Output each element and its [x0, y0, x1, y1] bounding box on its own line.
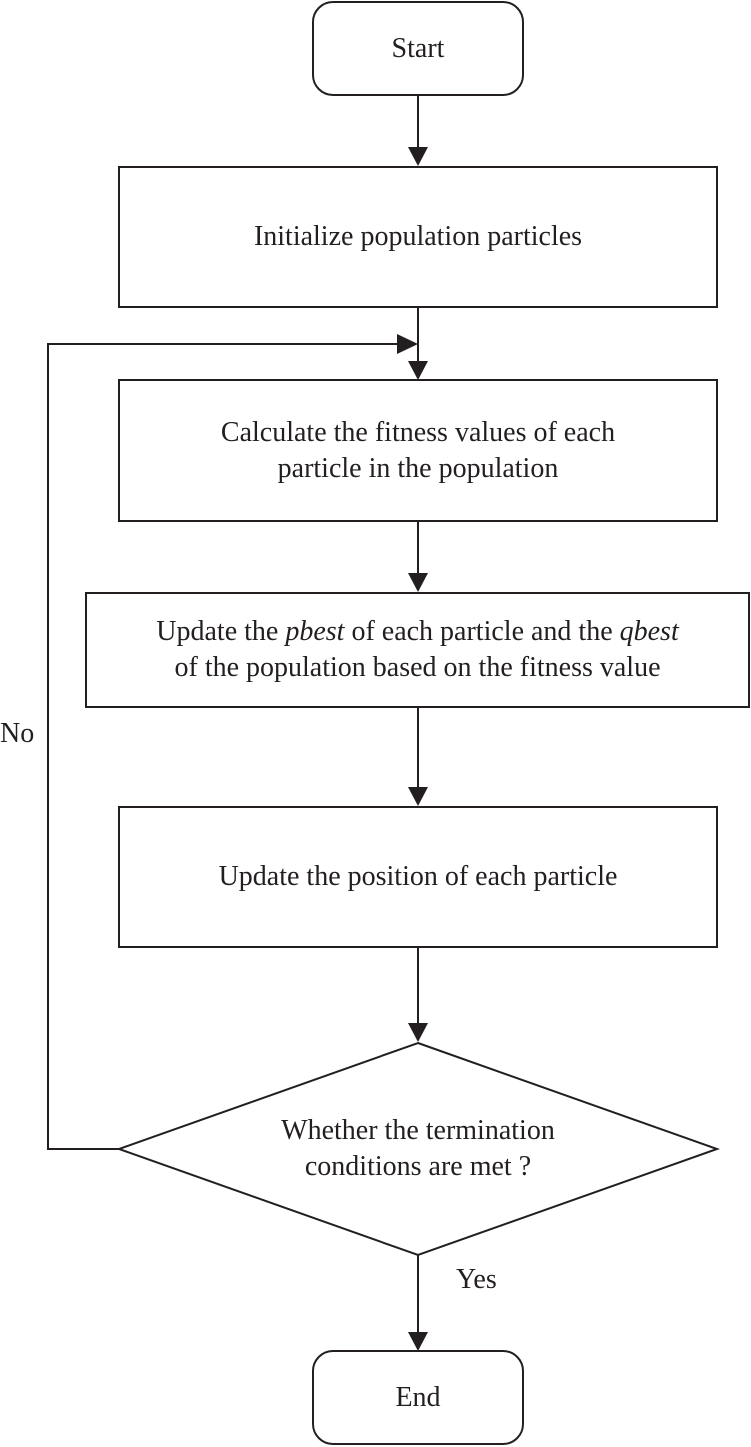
arrowhead [408, 147, 428, 166]
update-best-label: Update the pbest of each particle and th… [86, 593, 749, 707]
update-best-text-a: Update the [156, 616, 286, 647]
calc-label: Calculate the fitness values of each par… [119, 380, 717, 521]
arrowhead [408, 361, 428, 380]
yes-label: Yes [456, 1264, 497, 1295]
arrowhead [408, 1023, 428, 1042]
end-text: End [395, 1381, 441, 1413]
no-loop-line [47, 343, 400, 1150]
update-pos-box [118, 806, 718, 948]
end-label: End [313, 1351, 523, 1444]
update-best-text-b: of each particle and the [344, 616, 620, 647]
pbest-term: pbest [285, 616, 345, 647]
end-terminal [312, 1350, 524, 1445]
arrowhead [408, 787, 428, 806]
calc-line-1: Calculate the fitness values of each [220, 416, 616, 448]
init-text: Initialize population particles [253, 221, 583, 252]
update-best-line-2: of the population based on the fitness v… [174, 652, 661, 683]
arrowhead [397, 334, 418, 354]
arrowhead [408, 1332, 428, 1351]
start-text: Start [391, 32, 445, 64]
decision-line-2: conditions are met ? [304, 1151, 532, 1182]
init-label: Initialize population particles [119, 167, 717, 307]
update-pos-text: Update the position of each particle [218, 861, 618, 892]
update-pos-label: Update the position of each particle [119, 807, 717, 947]
calc-line-2: particle in the population [277, 452, 559, 484]
start-label: Start [313, 2, 523, 95]
decision-line-1: Whether the termination [281, 1115, 555, 1146]
calc-box [118, 379, 718, 522]
no-label: No [0, 718, 35, 749]
init-box [118, 166, 718, 308]
qbest-term: qbest [619, 616, 679, 647]
decision-label: Whether the termination conditions are m… [180, 1105, 656, 1193]
arrowhead [408, 573, 428, 592]
update-best-line-1: Update the pbest of each particle and th… [156, 614, 678, 650]
